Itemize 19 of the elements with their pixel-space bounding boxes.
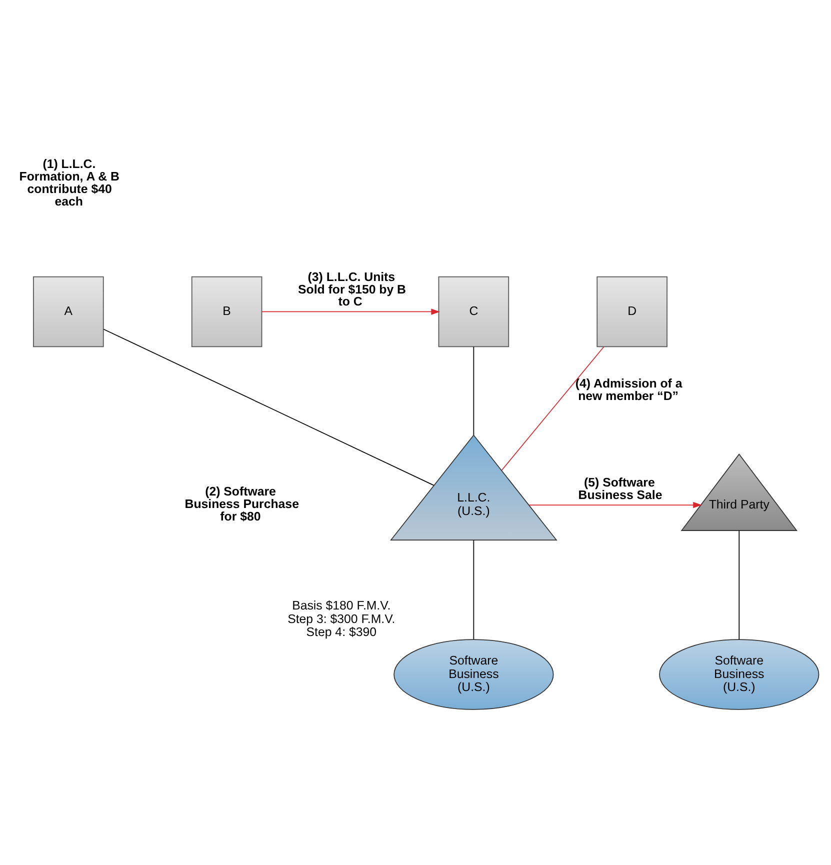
edge-label: (3) L.L.C. Units Sold for $150 by B to C <box>298 270 406 309</box>
connector <box>501 346 604 471</box>
node-box: B <box>191 276 262 348</box>
arrow <box>261 308 440 315</box>
label: (1) L.L.C. Formation, A & B contribute $40 each <box>19 157 120 208</box>
connector <box>103 328 434 486</box>
connector <box>738 530 740 640</box>
node-label: Basis $180 F.M.V. Step 3: $300 F.M.V. Step 4: $390 <box>288 598 396 640</box>
edge-label: (4) Admission of a new member “D” <box>575 376 682 403</box>
node-box: C <box>438 276 510 348</box>
node-box: D <box>596 276 668 348</box>
arrow <box>528 502 702 508</box>
node-box: A <box>33 276 104 348</box>
connector <box>473 540 474 640</box>
node-ellipse: Software Business (U.S.) <box>394 639 554 710</box>
edge-label: (5) Software Business Sale <box>578 476 662 502</box>
label: (2) Software Business Purchase for $80 <box>184 484 299 524</box>
connector <box>473 346 474 436</box>
node-ellipse: Software Business (U.S.) <box>659 639 820 710</box>
